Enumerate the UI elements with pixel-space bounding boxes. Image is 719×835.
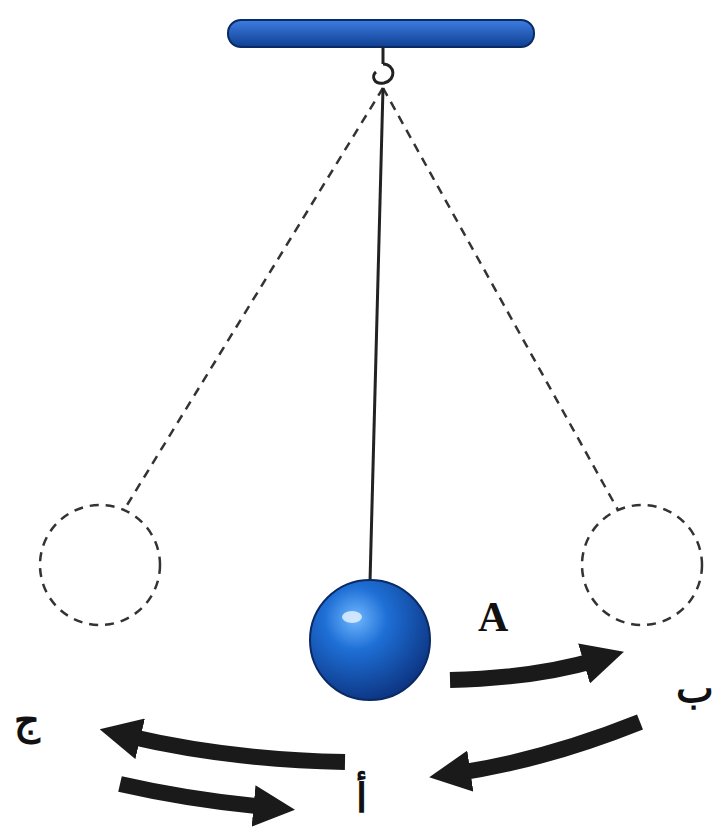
highlight xyxy=(342,611,362,623)
support-bar xyxy=(228,20,534,47)
hook xyxy=(374,47,393,83)
pendulum-ball xyxy=(310,580,430,700)
ghost-ball xyxy=(40,505,160,625)
dashed-string xyxy=(124,88,383,510)
dashed-string xyxy=(383,88,618,510)
position-label: ب xyxy=(676,668,714,708)
motion-arrows xyxy=(120,660,640,807)
ghost-ball xyxy=(582,505,702,625)
position-label: ج xyxy=(14,700,40,740)
position-label: أ xyxy=(356,778,367,818)
force-label: A xyxy=(478,596,508,638)
string xyxy=(370,88,383,582)
